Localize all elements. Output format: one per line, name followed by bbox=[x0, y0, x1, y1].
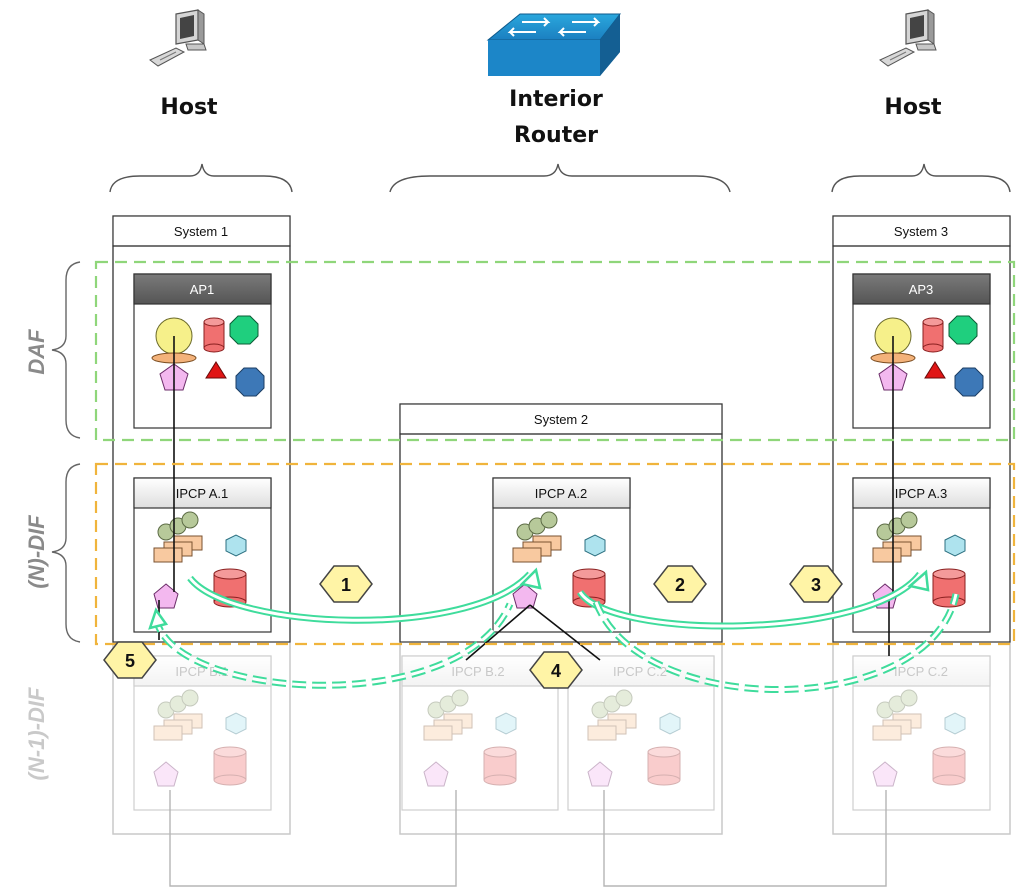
marker-4: 4 bbox=[529, 651, 583, 689]
pc-left-icon bbox=[149, 9, 207, 67]
marker-4-label: 4 bbox=[551, 661, 561, 681]
marker-5-label: 5 bbox=[125, 651, 135, 671]
marker-3: 3 bbox=[789, 565, 843, 603]
brace-left bbox=[109, 163, 293, 193]
host-left-label: Host bbox=[160, 95, 218, 120]
switch-icon bbox=[486, 13, 622, 76]
ipcp-a2-title: IPCP A.2 bbox=[535, 486, 588, 501]
marker-2: 2 bbox=[653, 565, 707, 603]
ipcp-b1-box bbox=[133, 655, 272, 811]
n1-dif-flows bbox=[148, 593, 960, 693]
daf-label: DAF bbox=[24, 329, 49, 375]
stack-lines bbox=[158, 336, 894, 661]
marker-3-label: 3 bbox=[811, 575, 821, 595]
system-3-title: System 3 bbox=[894, 224, 948, 239]
router-label-line2: Router bbox=[514, 123, 598, 148]
daf-boundary bbox=[94, 260, 1016, 442]
brace-ndif bbox=[51, 463, 81, 643]
ap1-title: AP1 bbox=[190, 282, 215, 297]
ipcp-a3-title: IPCP A.3 bbox=[895, 486, 948, 501]
system-2-title: System 2 bbox=[534, 412, 588, 427]
n1-dif-layer bbox=[133, 655, 991, 811]
ipcp-a2-box: IPCP A.2 bbox=[492, 477, 631, 633]
marker-2-label: 2 bbox=[675, 575, 685, 595]
brace-center bbox=[389, 163, 731, 193]
ipcp-c2-mid-box bbox=[567, 655, 715, 811]
ap3-box: AP3 bbox=[852, 273, 991, 429]
ipcp-b2-title: IPCP B.2 bbox=[451, 664, 504, 679]
marker-1-label: 1 bbox=[341, 575, 351, 595]
ipcp-a3-box: IPCP A.3 bbox=[852, 477, 991, 633]
ndif-label: (N)-DIF bbox=[24, 515, 49, 589]
n-dif-flows bbox=[187, 567, 930, 630]
ap3-title: AP3 bbox=[909, 282, 934, 297]
marker-5: 5 bbox=[103, 641, 157, 679]
marker-1: 1 bbox=[319, 565, 373, 603]
ipcp-a1-title: IPCP A.1 bbox=[176, 486, 229, 501]
ipcp-b2-box bbox=[401, 655, 559, 811]
brace-right bbox=[831, 163, 1011, 193]
n1dif-label: (N-1)-DIF bbox=[24, 687, 49, 780]
ndif-boundary bbox=[94, 462, 1016, 646]
ipcp-c2-right-title: IPCP C.2 bbox=[894, 664, 948, 679]
host-right-label: Host bbox=[884, 95, 942, 120]
ipcp-c2-right-box bbox=[852, 655, 991, 811]
brace-daf bbox=[51, 261, 81, 439]
physical-links bbox=[169, 790, 887, 887]
pc-right-icon bbox=[879, 9, 937, 67]
router-label-line1: Interior bbox=[509, 87, 603, 112]
ipcp-c2-mid-title: IPCP C.2 bbox=[613, 664, 667, 679]
ipcp-a1-box: IPCP A.1 bbox=[133, 477, 272, 633]
ap1-box: AP1 bbox=[133, 273, 272, 429]
system-1-title: System 1 bbox=[174, 224, 228, 239]
